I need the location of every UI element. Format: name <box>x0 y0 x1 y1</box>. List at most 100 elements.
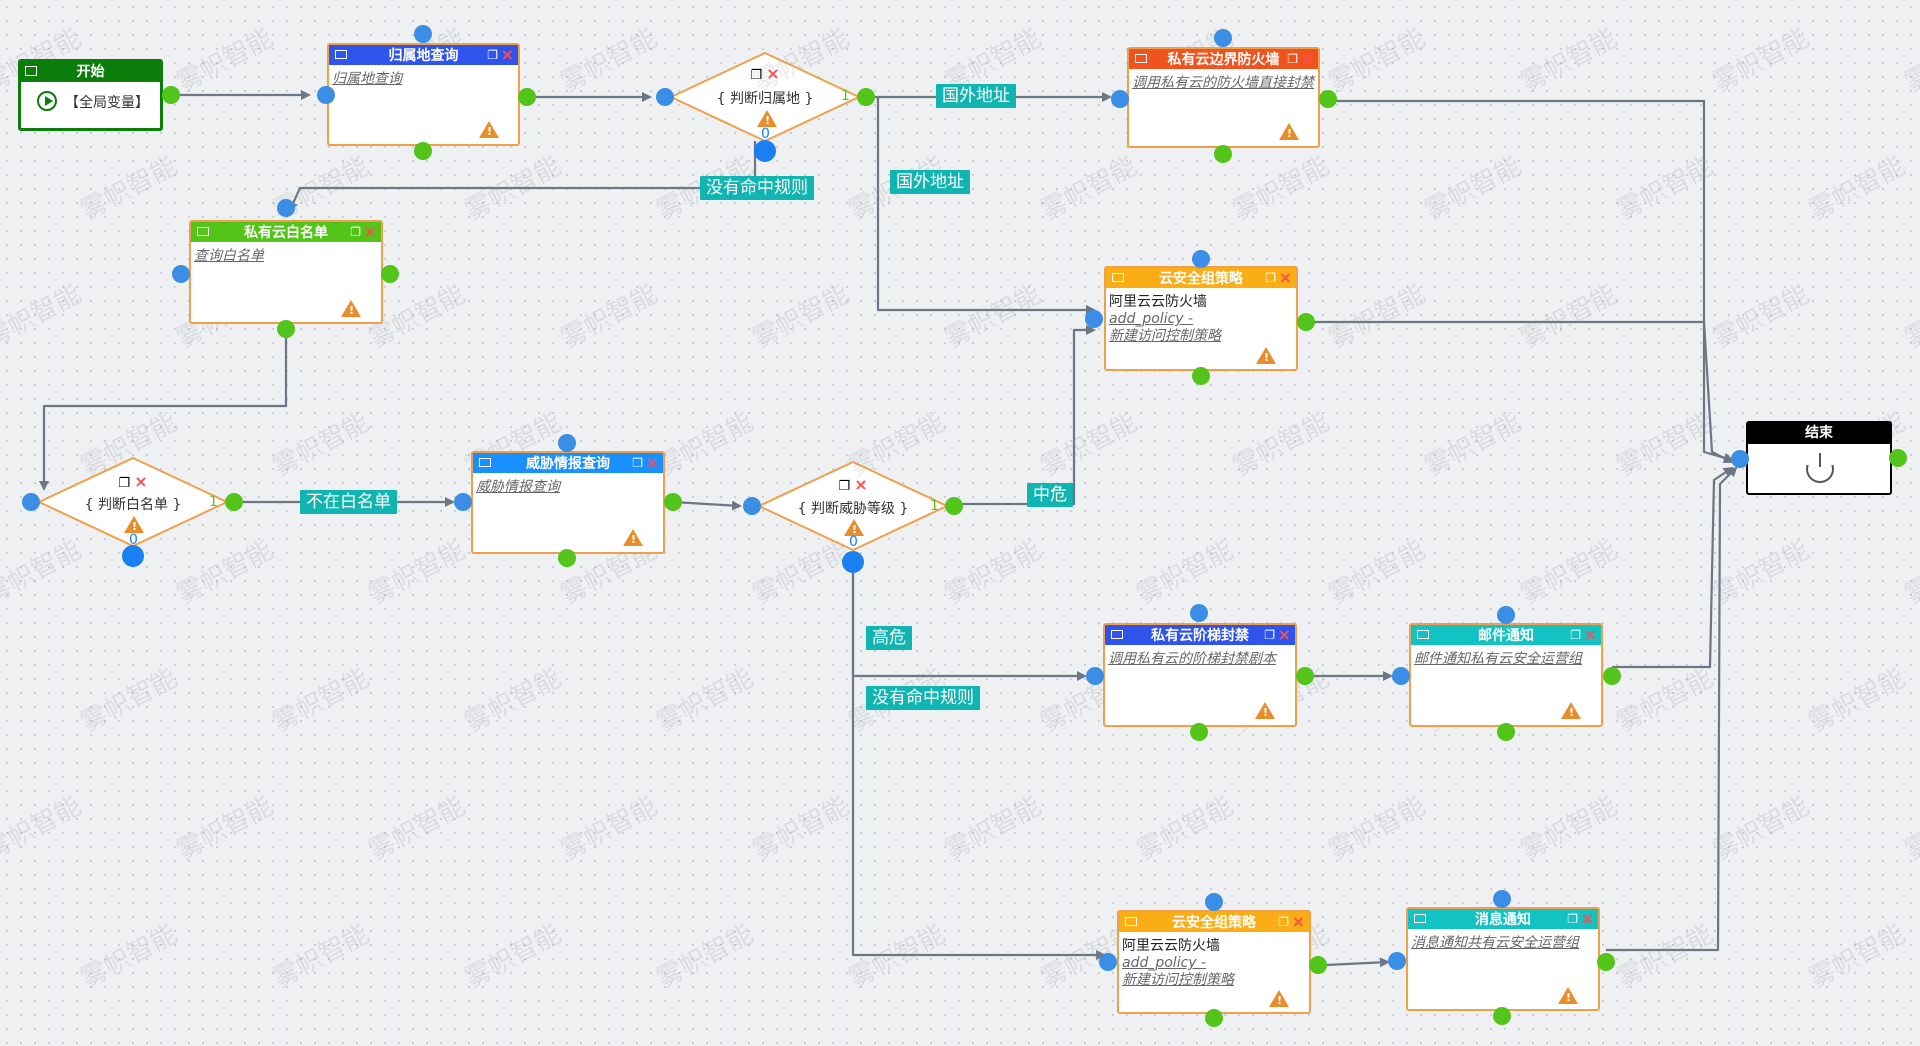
output-port[interactable] <box>1214 145 1232 163</box>
action-node-location-lookup[interactable]: 归属地查询❐× 归属地查询 <box>327 43 520 146</box>
close-icon[interactable]: × <box>645 453 659 472</box>
output-port[interactable] <box>518 88 536 106</box>
edge-label-high-risk[interactable]: 高危 <box>866 626 912 650</box>
copy-icon[interactable]: ❐ <box>1567 912 1578 926</box>
edge-no-rule-to-security-group-2[interactable] <box>851 562 1106 960</box>
input-port[interactable] <box>1493 890 1511 908</box>
output-port[interactable] <box>1297 313 1315 331</box>
output-port[interactable] <box>857 88 875 106</box>
end-node[interactable]: 结束 <box>1746 421 1892 495</box>
close-icon[interactable]: × <box>766 64 780 83</box>
copy-icon[interactable]: ❐ <box>838 479 851 494</box>
action-node-threat-intel-lookup[interactable]: 威胁情报查询❐× 威胁情报查询 <box>471 451 665 554</box>
close-icon[interactable]: × <box>1583 625 1597 644</box>
output-port[interactable] <box>1493 1007 1511 1025</box>
action-node-email-notify[interactable]: 邮件通知❐× 邮件通知私有云安全运营组 <box>1409 623 1603 727</box>
copy-icon[interactable]: ❐ <box>350 225 361 239</box>
edge-overseas-to-security-group[interactable] <box>876 97 1096 315</box>
copy-icon[interactable]: ❐ <box>1264 628 1275 642</box>
input-port[interactable] <box>1192 250 1210 268</box>
edge-label-no-rule-hit-1[interactable]: 没有命中规则 <box>700 176 814 200</box>
close-icon[interactable]: × <box>854 475 868 494</box>
edge-message-to-end[interactable] <box>1606 466 1738 952</box>
global-variables-label[interactable]: 【全局变量】 <box>65 95 149 111</box>
decision-3-label[interactable]: { 判断威胁等级 } <box>797 501 909 517</box>
action-node-private-cloud-whitelist[interactable]: 私有云白名单❐× 查询白名单 <box>189 220 383 324</box>
edge-high-to-tiered-block[interactable] <box>851 562 1087 681</box>
node-body-line[interactable]: 查询白名单 <box>194 248 264 264</box>
output-port[interactable] <box>162 86 180 104</box>
copy-icon[interactable]: ❐ <box>487 48 498 62</box>
output-port[interactable] <box>414 142 432 160</box>
input-port[interactable] <box>1731 450 1749 468</box>
input-port[interactable] <box>414 25 432 43</box>
close-icon[interactable]: × <box>1580 909 1594 928</box>
edge-security-group-2-to-message[interactable] <box>1325 957 1390 968</box>
close-icon[interactable]: × <box>363 222 377 241</box>
input-port[interactable] <box>172 265 190 283</box>
input-port[interactable] <box>656 88 674 106</box>
input-port[interactable] <box>1085 310 1103 328</box>
edge-threat-intel-to-decision-3[interactable] <box>672 500 742 511</box>
output-port[interactable] <box>1296 667 1314 685</box>
close-icon[interactable]: × <box>1277 625 1291 644</box>
close-icon[interactable]: × <box>1278 268 1292 287</box>
action-node-message-notify[interactable]: 消息通知❐× 消息通知共有云安全运营组 <box>1406 907 1600 1011</box>
input-port[interactable] <box>1086 667 1104 685</box>
node-body-line[interactable]: 归属地查询 <box>332 71 402 87</box>
input-port[interactable] <box>558 434 576 452</box>
input-port[interactable] <box>454 493 472 511</box>
input-port[interactable] <box>1205 893 1223 911</box>
output-port[interactable] <box>1192 367 1210 385</box>
input-port[interactable] <box>743 497 761 515</box>
edge-label-no-rule-hit-2[interactable]: 没有命中规则 <box>866 686 980 710</box>
input-port[interactable] <box>1190 604 1208 622</box>
input-port[interactable] <box>277 199 295 217</box>
close-icon[interactable]: × <box>134 472 148 491</box>
input-port[interactable] <box>122 545 144 567</box>
copy-icon[interactable]: ❐ <box>1287 52 1298 66</box>
copy-icon[interactable]: ❐ <box>632 456 643 470</box>
input-port[interactable] <box>842 551 864 573</box>
output-port[interactable] <box>1497 723 1515 741</box>
edge-no-rule-to-whitelist[interactable] <box>288 141 757 212</box>
node-body-line[interactable]: add_policy - <box>1109 311 1194 327</box>
input-port[interactable] <box>1214 29 1232 47</box>
decision-1-label[interactable]: { 判断归属地 } <box>716 91 814 107</box>
decision-2-label[interactable]: { 判断白名单 } <box>84 497 182 513</box>
output-port[interactable] <box>945 497 963 515</box>
edge-label-not-in-whitelist[interactable]: 不在白名单 <box>300 490 397 514</box>
close-icon[interactable]: × <box>1300 49 1314 68</box>
copy-icon[interactable]: ❐ <box>1278 915 1289 929</box>
input-port[interactable] <box>1111 90 1129 108</box>
node-body-line[interactable]: 调用私有云的防火墙直接封禁 <box>1132 75 1314 91</box>
edge-label-medium-risk[interactable]: 中危 <box>1027 483 1073 507</box>
output-port[interactable] <box>1205 1009 1223 1027</box>
input-port[interactable] <box>22 493 40 511</box>
input-port[interactable] <box>317 86 335 104</box>
node-body-line[interactable]: 消息通知共有云安全运营组 <box>1411 935 1579 951</box>
copy-icon[interactable]: ❐ <box>1265 271 1276 285</box>
output-port[interactable] <box>225 493 243 511</box>
output-port[interactable] <box>558 549 576 567</box>
node-body-line[interactable]: 邮件通知私有云安全运营组 <box>1414 651 1582 667</box>
output-port[interactable] <box>1603 667 1621 685</box>
output-port[interactable] <box>277 320 295 338</box>
copy-icon[interactable]: ❐ <box>118 476 131 491</box>
output-port[interactable] <box>1190 723 1208 741</box>
input-port[interactable] <box>1497 606 1515 624</box>
output-port[interactable] <box>664 493 682 511</box>
output-port[interactable] <box>1319 90 1337 108</box>
output-port[interactable] <box>381 265 399 283</box>
close-icon[interactable]: × <box>1291 912 1305 931</box>
copy-icon[interactable]: ❐ <box>1570 628 1581 642</box>
output-port[interactable] <box>1309 956 1327 974</box>
edge-email-to-end[interactable] <box>1612 466 1734 669</box>
node-body-line[interactable]: 威胁情报查询 <box>476 479 560 495</box>
input-port[interactable] <box>1392 667 1410 685</box>
action-node-tiered-block[interactable]: 私有云阶梯封禁❐× 调用私有云的阶梯封禁剧本 <box>1103 623 1297 727</box>
copy-icon[interactable]: ❐ <box>750 68 763 83</box>
edge-security-group-to-end[interactable] <box>1306 320 1734 463</box>
